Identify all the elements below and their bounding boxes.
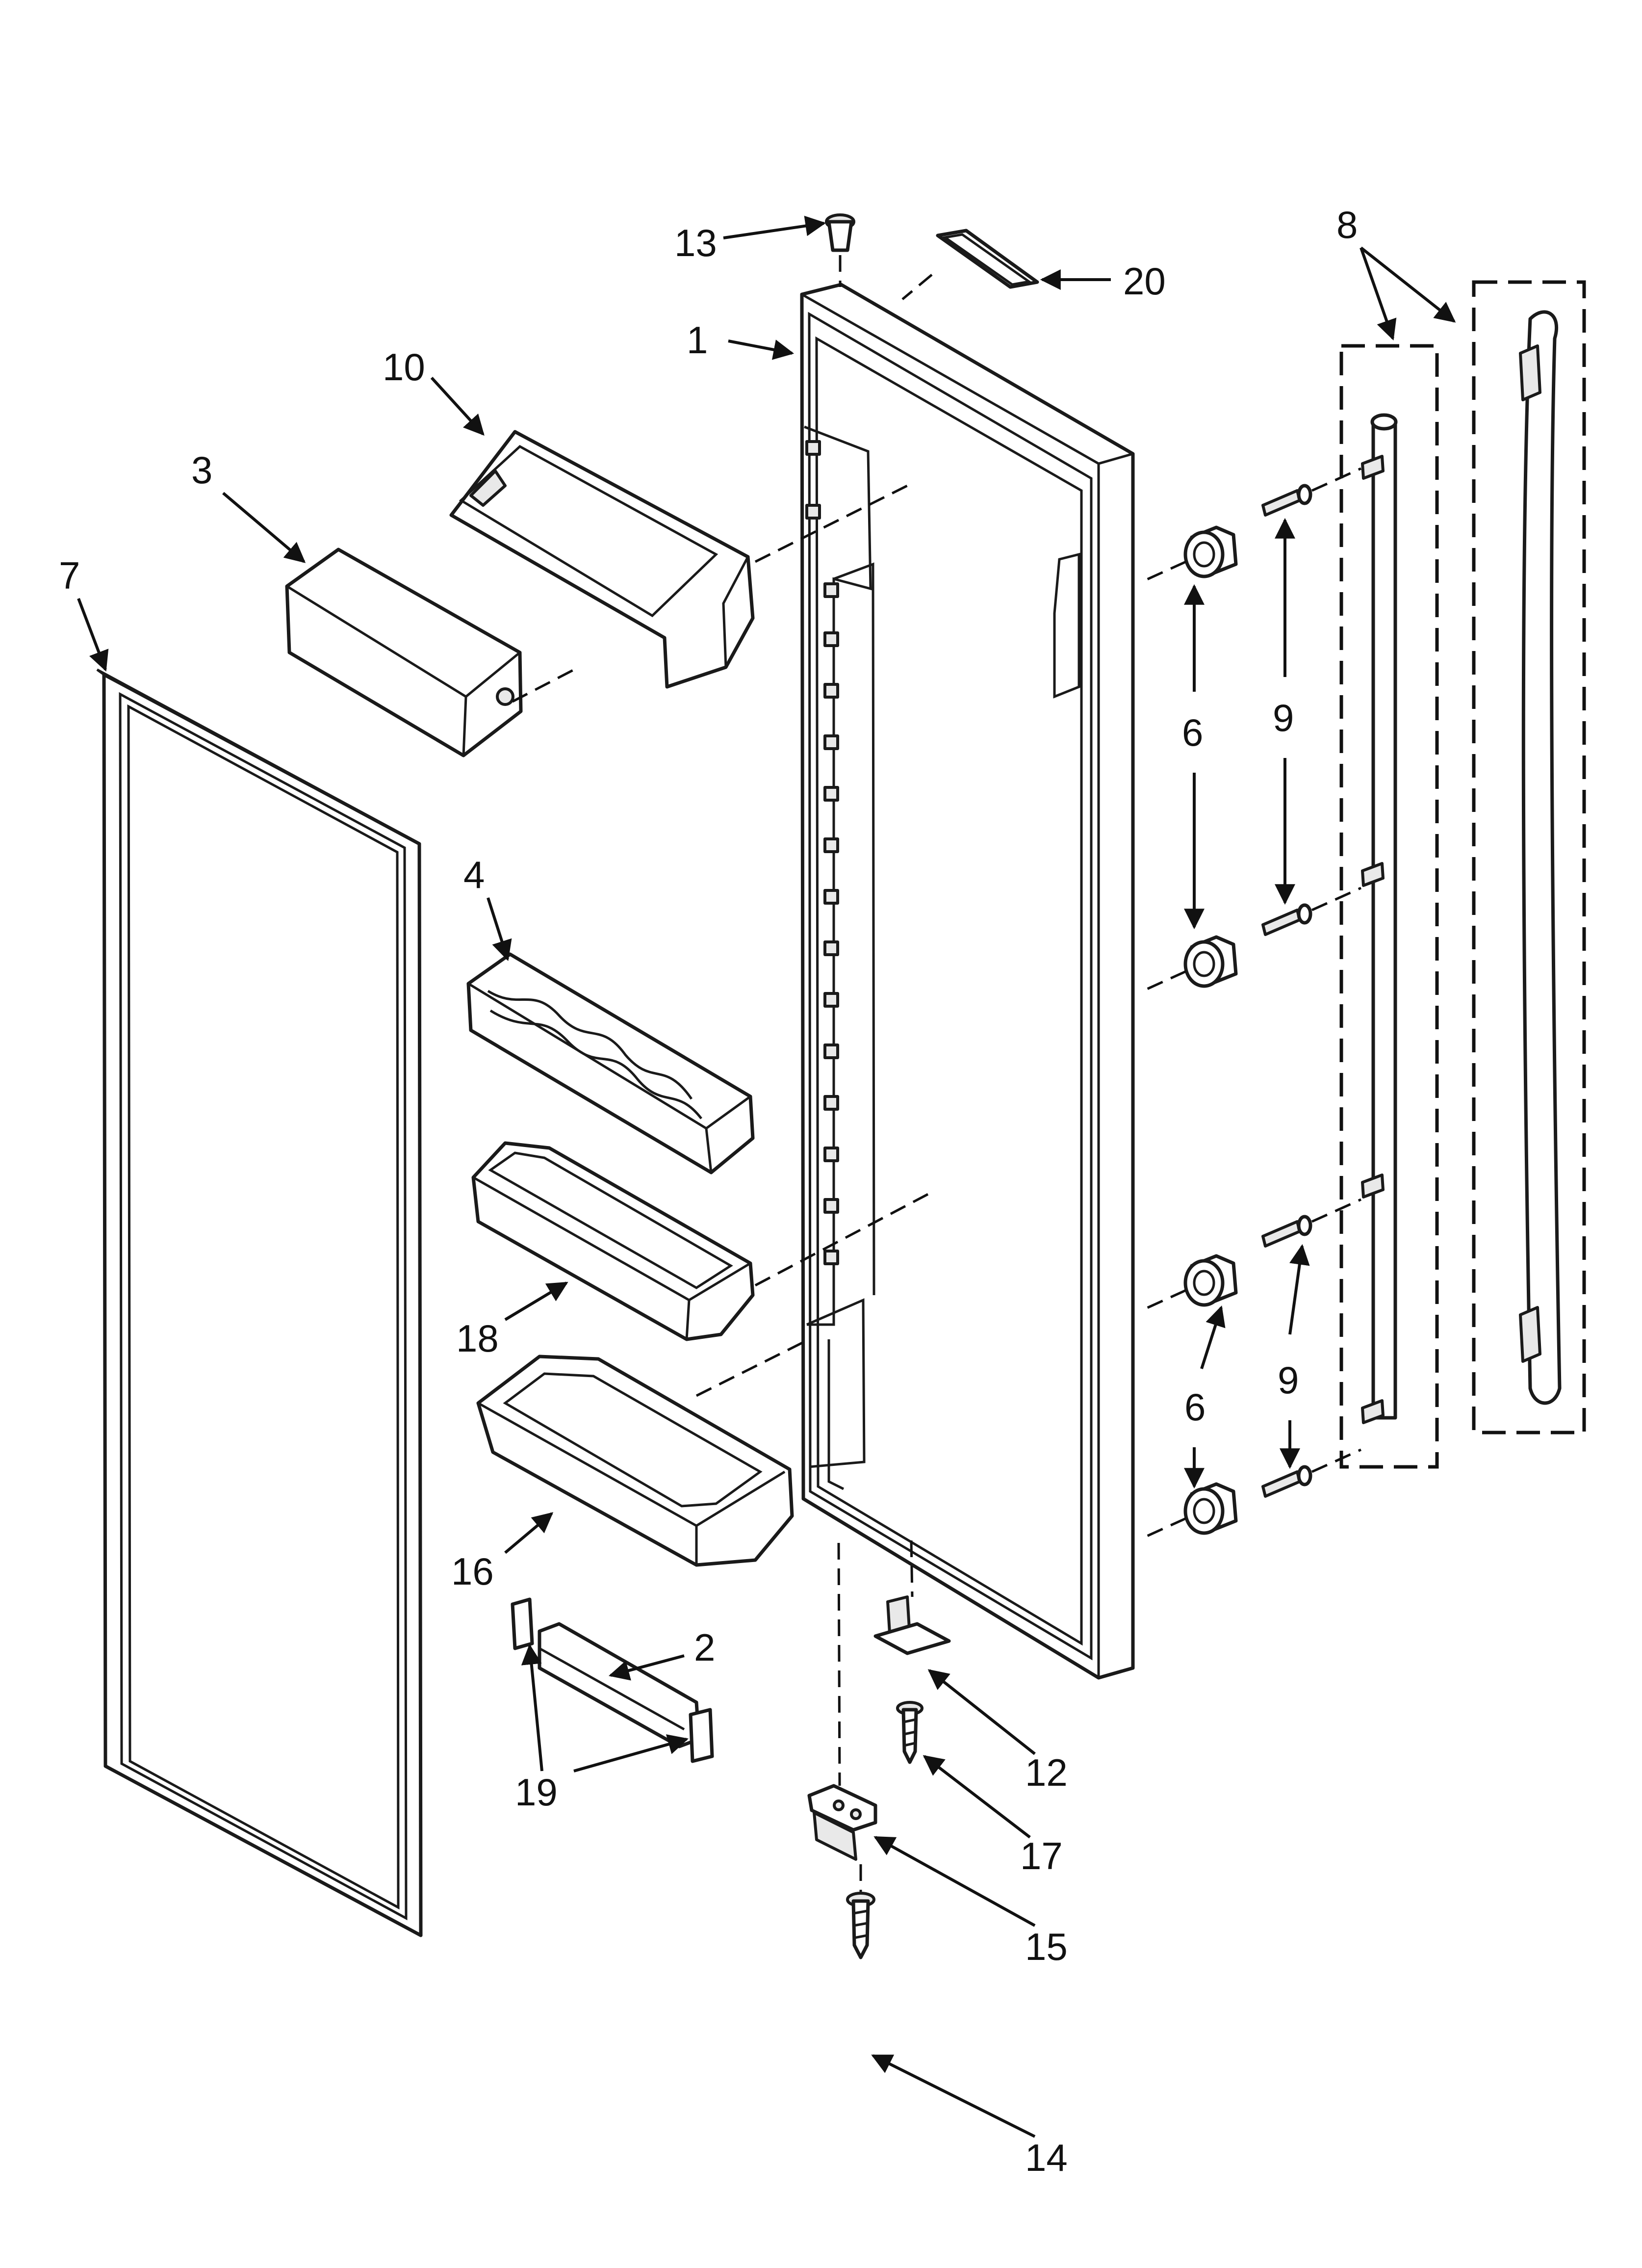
dairy-door: [285, 547, 580, 757]
hinge-screw-small: [896, 1701, 924, 1764]
callout-9-lower: 9: [1278, 1358, 1299, 1402]
callout-9-upper: 9: [1273, 696, 1294, 739]
callout-10: 10: [383, 345, 425, 389]
callout-4: 4: [463, 853, 485, 896]
handle-bar-variant: [1339, 344, 1439, 1469]
shelf-rail: [538, 1622, 701, 1748]
handle-screw: [1261, 467, 1362, 517]
callout-8: 8: [1336, 203, 1358, 246]
egg-tray: [466, 952, 755, 1174]
hinge-screw: [846, 1892, 875, 1959]
callout-1: 1: [687, 318, 708, 362]
rail-clip: [511, 1597, 714, 1763]
door-bin-large: [476, 1191, 933, 1567]
callout-6-upper: 6: [1182, 711, 1203, 754]
callout-15: 15: [1025, 1925, 1068, 1968]
callout-7: 7: [59, 554, 80, 597]
shelf-tab-column: [805, 440, 839, 1265]
label-plate: [901, 229, 1039, 300]
handle-screw: [1261, 1198, 1362, 1248]
callout-19: 19: [515, 1771, 558, 1814]
leader-lines: [77, 215, 1456, 2138]
callout-20: 20: [1123, 260, 1166, 303]
door-bin-small: [471, 1141, 755, 1341]
hinge-bushing: [873, 1540, 951, 1655]
dairy-bin: [449, 430, 913, 689]
callout-6-lower: 6: [1184, 1385, 1206, 1429]
callout-18: 18: [456, 1317, 499, 1360]
callout-labels: 13 20 1 10 3 7 4 18 16 2 19 12 17 15 14 …: [59, 203, 1358, 2179]
door-gasket: [96, 668, 423, 1937]
callout-3: 3: [191, 448, 212, 492]
callout-2: 2: [694, 1626, 715, 1669]
callout-17: 17: [1020, 1834, 1063, 1877]
handle-curved-variant: [1472, 280, 1586, 1434]
handle-spacer: [1142, 1254, 1238, 1311]
door-liner: [800, 283, 1135, 1680]
handle-spacer-group: [1142, 525, 1238, 1539]
callout-13: 13: [674, 221, 717, 264]
callout-12: 12: [1025, 1751, 1068, 1794]
handle-screw: [1261, 886, 1362, 936]
handle-screw: [1261, 1448, 1362, 1498]
bottom-hinge: [807, 1542, 877, 1894]
handle-spacer: [1142, 935, 1238, 992]
callout-16: 16: [451, 1550, 494, 1593]
callout-14: 14: [1025, 2136, 1068, 2179]
handle-spacer: [1142, 1482, 1238, 1539]
handle-screw-group: [1261, 467, 1362, 1498]
top-hinge-pin: [825, 213, 855, 287]
handle-spacer: [1142, 525, 1238, 583]
